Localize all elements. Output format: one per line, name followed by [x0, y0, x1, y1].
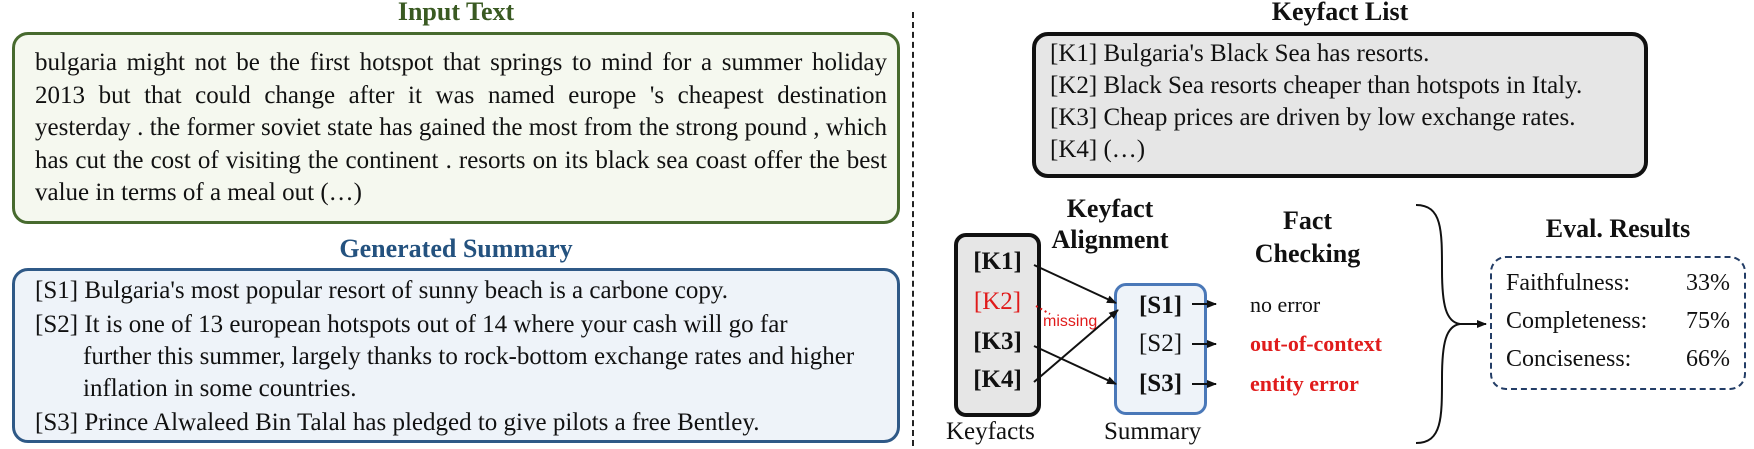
- generated-summary-title: Generated Summary: [339, 234, 573, 263]
- summary-sentence-s2: [S2] It is one of 13 european hotspots o…: [35, 309, 885, 405]
- metric-value: 66%: [1686, 346, 1730, 372]
- sentence-text: It is one of 13 european hotspots out of…: [84, 311, 788, 338]
- missing-label: missing: [1043, 313, 1098, 330]
- sentence-text: Prince Alwaleed Bin Talal has pledged to…: [84, 409, 760, 436]
- keyfact-item: [K1] Bulgaria's Black Sea has resorts.: [1050, 40, 1430, 67]
- metric-name: Conciseness:: [1506, 346, 1632, 372]
- keyfacts-column-box: [954, 233, 1041, 417]
- alignment-title-line: Keyfact: [1066, 194, 1154, 223]
- generated-summary-box: [S1] Bulgaria's most popular resort of s…: [12, 268, 900, 443]
- eval-results-box: Faithfulness: 33% Completeness: 75% Conc…: [1490, 256, 1746, 390]
- k4-to-s1-arrow: [1033, 309, 1119, 383]
- summary-label: Summary: [1104, 418, 1202, 445]
- sentence-text-continued: further this summer, largely thanks to r…: [83, 343, 855, 402]
- metric-value: 75%: [1686, 308, 1730, 334]
- keyfact-list-title: Keyfact List: [1271, 0, 1409, 26]
- panel-divider: [912, 12, 914, 446]
- eval-metric-faithfulness: Faithfulness: 33%: [1506, 270, 1730, 297]
- keyfact-alignment-title: Keyfact Alignment: [1035, 193, 1185, 255]
- fact-checking-title-line: Fact: [1282, 206, 1333, 235]
- k2-missing-dotted-line: [1035, 305, 1051, 315]
- eval-metric-completeness: Completeness: 75%: [1506, 308, 1730, 335]
- sentence-id: [S3]: [35, 409, 79, 436]
- keyfacts-label: Keyfacts: [946, 418, 1035, 445]
- eval-metric-conciseness: Conciseness: 66%: [1506, 346, 1730, 373]
- fact-checking-title-line: Checking: [1254, 239, 1361, 268]
- fact-check-result-s2: out-of-context: [1250, 331, 1382, 356]
- input-text-body: bulgaria might not be the first hotspot …: [35, 49, 887, 207]
- brace-icon: [1415, 204, 1461, 444]
- summary-column-box: [1114, 283, 1207, 415]
- eval-results-title: Eval. Results: [1545, 214, 1691, 243]
- input-text-box: bulgaria might not be the first hotspot …: [12, 32, 900, 224]
- metric-name: Completeness:: [1506, 308, 1648, 334]
- summary-s2: [S2]: [1138, 330, 1183, 357]
- fact-checking-title: Fact Checking: [1240, 204, 1375, 270]
- keyfact-k3: [K3]: [973, 328, 1022, 355]
- sentence-id: [S1]: [35, 277, 79, 304]
- k1-to-s1-arrow: [1033, 264, 1117, 304]
- metric-value: 33%: [1686, 270, 1730, 296]
- fact-check-result-s3: entity error: [1250, 371, 1359, 396]
- alignment-title-line: Alignment: [1051, 225, 1169, 254]
- summary-sentence-s3: [S3] Prince Alwaleed Bin Talal has pledg…: [35, 407, 885, 439]
- keyfact-list-box: [K1] Bulgaria's Black Sea has resorts. […: [1032, 32, 1648, 178]
- keyfact-k1: [K1]: [973, 248, 1022, 275]
- keyfact-item: [K4] (…): [1050, 136, 1146, 163]
- sentence-id: [S2]: [35, 311, 79, 338]
- input-text-title: Input Text: [397, 0, 515, 26]
- summary-s1: [S1]: [1138, 292, 1183, 319]
- keyfact-item: [K2] Black Sea resorts cheaper than hots…: [1050, 72, 1583, 99]
- metric-name: Faithfulness:: [1506, 270, 1630, 296]
- sentence-text: Bulgaria's most popular resort of sunny …: [84, 277, 728, 304]
- fact-check-result-s1: no error: [1250, 292, 1321, 317]
- k3-to-s3-arrow: [1033, 345, 1117, 385]
- keyfact-k4: [K4]: [973, 366, 1022, 393]
- keyfact-k2-missing: [K2]: [973, 288, 1022, 315]
- keyfact-item: [K3] Cheap prices are driven by low exch…: [1050, 104, 1576, 131]
- summary-sentence-s1: [S1] Bulgaria's most popular resort of s…: [35, 275, 885, 307]
- summary-s3: [S3]: [1138, 370, 1183, 397]
